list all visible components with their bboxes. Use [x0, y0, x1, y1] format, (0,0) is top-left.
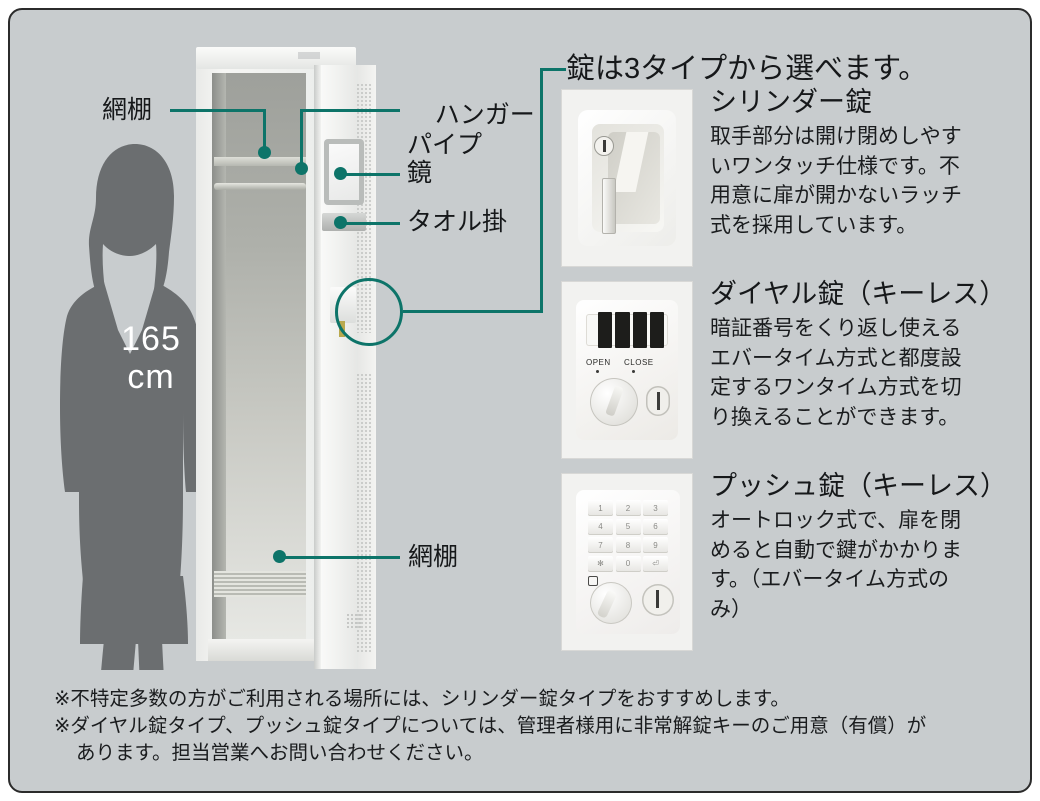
- push-key-⏎[interactable]: ⏎: [643, 555, 668, 572]
- push-key-2[interactable]: 2: [615, 500, 641, 517]
- leader-dot-shelf-bottom: [273, 550, 286, 563]
- push-key-4[interactable]: 4: [588, 518, 613, 535]
- push-key-6[interactable]: 6: [643, 518, 668, 535]
- push-key-0[interactable]: 0: [615, 555, 641, 572]
- push-key-7[interactable]: 7: [588, 537, 613, 554]
- lock-title-cylinder: シリンダー錠: [710, 87, 872, 117]
- push-key-8[interactable]: 8: [615, 537, 641, 554]
- figure-height-label: 165 cm: [96, 320, 206, 396]
- locker-door-vent-lower: [356, 373, 373, 653]
- lock-title-push: プッシュ錠（キーレス）: [710, 471, 1007, 501]
- push-key-3[interactable]: 3: [643, 500, 668, 517]
- callout-label-hanger-pipe-text: ハンガー パイプ: [407, 101, 535, 159]
- leader-hanger-h: [300, 109, 400, 112]
- dial-number-wheels[interactable]: [598, 312, 664, 348]
- locker-body-vent: [346, 613, 362, 629]
- leader-dot-mirror: [334, 167, 347, 180]
- leader-lock-heading-h: [540, 68, 566, 71]
- leader-shelf-top-v: [263, 109, 266, 153]
- dial-close-label: CLOSE: [624, 358, 654, 367]
- leader-shelf-top-h: [170, 109, 266, 112]
- push-key-1[interactable]: 1: [588, 500, 613, 517]
- lock-description-cylinder: 取手部分は開け閉めしやすいワンタッチ仕様です。不用意に扉が開かないラッチ式を採用…: [710, 125, 962, 237]
- figure-height-unit: cm: [127, 358, 175, 396]
- callout-label-hanger-pipe: ハンガー パイプ: [407, 70, 535, 190]
- leader-shelf-bottom-h: [278, 556, 400, 559]
- push-key-✻[interactable]: ✻: [588, 555, 613, 572]
- leader-dot-shelf-top: [258, 146, 271, 159]
- footnotes: ※不特定多数の方がご利用される場所には、シリンダー錠タイプをおすすめします。 ※…: [54, 686, 1004, 767]
- callout-label-towel-rack: タオル掛: [407, 208, 508, 236]
- leader-dot-towel: [334, 216, 347, 229]
- locker-interior: [212, 73, 306, 641]
- locker-interior-side-wall: [212, 73, 226, 641]
- push-key-5[interactable]: 5: [615, 518, 641, 535]
- footnote-1: ※不特定多数の方がご利用される場所には、シリンダー錠タイプをおすすめします。: [54, 688, 790, 710]
- footnote-2: ※ダイヤル錠タイプ、プッシュ錠タイプについては、管理者様用に非常解錠キーのご用意…: [54, 715, 927, 737]
- locker-top-shelf: [214, 157, 306, 166]
- lock-highlight-circle: [335, 278, 403, 346]
- dial-lock-photo: OPEN CLOSE: [562, 282, 692, 458]
- callout-label-mirror: 鏡: [407, 159, 433, 187]
- product-diagram-panel: 165 cm: [8, 8, 1032, 793]
- lock-section-heading: 錠は3タイプから選べます。: [566, 53, 928, 85]
- lock-title-dial: ダイヤル錠（キーレス）: [710, 279, 1007, 309]
- lock-description-push: オートロック式で、扉を閉めると自動で鍵がかかります。（エバータイム方式のみ）: [710, 509, 962, 621]
- locker-floor: [208, 639, 326, 661]
- leader-lock-h: [403, 310, 543, 313]
- leader-mirror-h: [340, 173, 400, 176]
- cylinder-lock-photo: [562, 90, 692, 266]
- leader-towel-h: [340, 222, 400, 225]
- locker-hanger-pipe: [214, 183, 306, 190]
- leader-hanger-v: [300, 109, 303, 169]
- cylinder-handle: [602, 178, 616, 234]
- locker-door-edge: [314, 65, 321, 669]
- locker-bottom-shelf: [214, 571, 306, 597]
- push-unlock-icon: [588, 576, 598, 586]
- callout-label-shelf-top: 網棚: [102, 96, 153, 124]
- leader-lock-v: [540, 68, 543, 313]
- person-silhouette: 165 cm: [38, 140, 218, 791]
- lock-description-dial: 暗証番号をくり返し使えるエバータイム方式と都度設定するワンタイム方式を切り換える…: [710, 317, 962, 429]
- dial-open-label: OPEN: [586, 358, 611, 367]
- footnote-3: あります。担当営業へお問い合わせください。: [76, 742, 484, 764]
- locker-brand-mark: [298, 52, 320, 59]
- leader-dot-hanger: [295, 162, 308, 175]
- callout-label-shelf-bottom: 網棚: [408, 543, 459, 571]
- figure-height-value: 165: [121, 320, 181, 358]
- locker-photo: [196, 43, 396, 673]
- push-key-9[interactable]: 9: [643, 537, 668, 554]
